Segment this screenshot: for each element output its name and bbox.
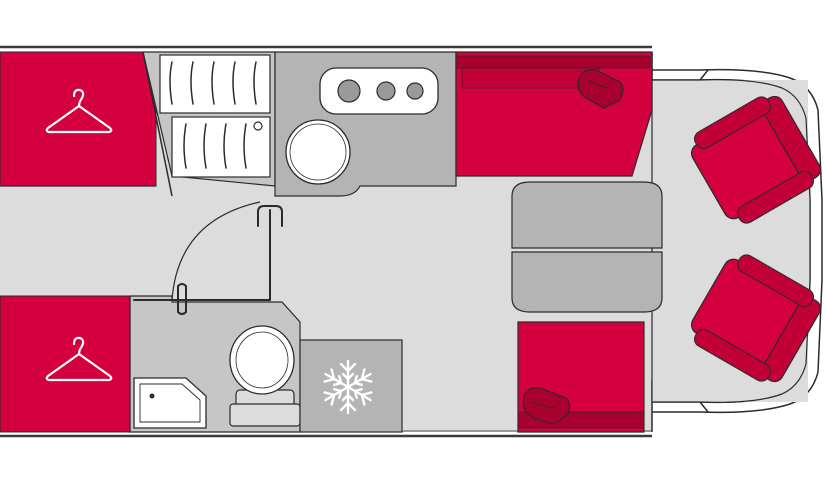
bathroom-shower-door <box>133 205 283 315</box>
shower-door-arc <box>171 201 261 301</box>
snowflake-icon <box>320 359 376 415</box>
knob-icon <box>253 121 263 131</box>
dining-table <box>511 181 663 313</box>
hob-burner-icon <box>337 79 361 103</box>
hob-burner-icon <box>406 82 424 100</box>
sink-inner <box>289 123 347 181</box>
shelf-grilles <box>169 61 257 169</box>
armchair-icon <box>690 95 822 224</box>
driver-seat <box>690 95 822 224</box>
sink-icon <box>285 119 351 185</box>
cushion-icon <box>522 387 571 425</box>
toilet <box>229 325 301 427</box>
washbasin-icon <box>139 383 201 423</box>
kitchen-counter <box>274 51 457 197</box>
washbasin <box>133 377 207 429</box>
partitions <box>0 185 156 432</box>
bathroom <box>129 201 301 433</box>
bench-seat-top <box>455 51 653 177</box>
hanger-icon <box>45 336 113 382</box>
outer-walls <box>0 45 652 438</box>
armchair-icon <box>690 254 822 383</box>
hanger-icon <box>45 88 113 134</box>
cushion-icon <box>577 69 624 109</box>
hob-burner-icon <box>376 81 396 101</box>
wardrobe-bottom <box>0 295 131 433</box>
bench-seat-bottom <box>517 321 645 433</box>
fridge <box>299 339 403 433</box>
shelving-unit <box>142 51 276 197</box>
passenger-seat <box>690 254 822 383</box>
wardrobe-top <box>0 51 157 187</box>
toilet-icon <box>229 325 295 395</box>
